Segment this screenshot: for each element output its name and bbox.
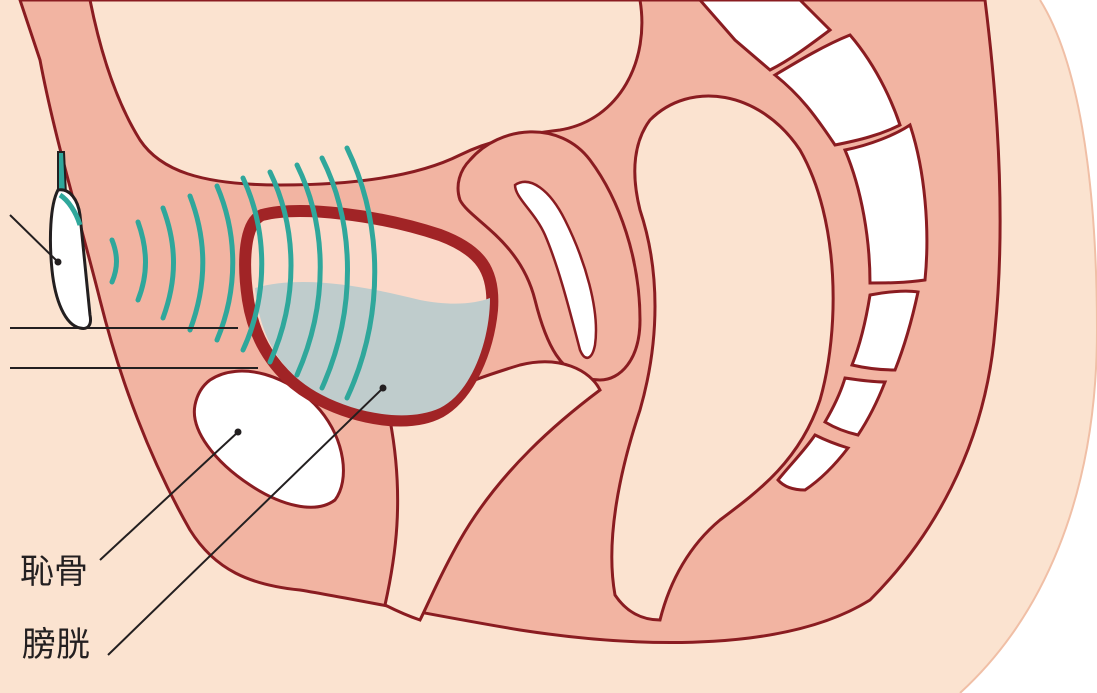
pubic-bone-label: 恥骨: [20, 555, 88, 589]
pubic-bone-pointer-dot: [235, 429, 242, 436]
bladder-pointer-dot: [380, 385, 387, 392]
probe-pointer-dot: [55, 259, 62, 266]
bladder-label: 膀胱: [22, 628, 90, 662]
